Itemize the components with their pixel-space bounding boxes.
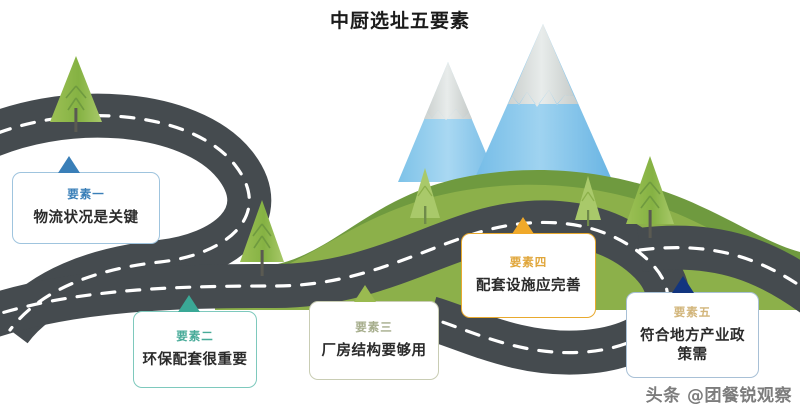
callout-tag-3: 要素三 [355, 319, 393, 334]
triangle-up-icon-5 [672, 276, 694, 293]
callout-text-2: 环保配套很重要 [142, 351, 248, 368]
callout-box-2[interactable]: 要素二 环保配套很重要 [133, 311, 257, 388]
mountain-small [398, 62, 498, 182]
callout-tag-5: 要素五 [673, 305, 712, 320]
triangle-up-icon-1 [58, 156, 80, 173]
road-right [0, 200, 690, 375]
tree-icon-1 [50, 56, 102, 132]
callout-box-5[interactable]: 要素五 符合地方产业政策需 [626, 292, 759, 378]
callout-text-1: 物流状况是关键 [33, 210, 139, 227]
triangle-up-icon-2 [178, 295, 200, 312]
tree-icon-3 [626, 156, 674, 238]
callout-tag-4: 要素四 [509, 254, 548, 269]
callout-box-3[interactable]: 要素三 厂房结构要够用 [309, 301, 439, 380]
mountain-large [466, 24, 620, 198]
watermark-label: 头条 @团餐锐观察 [645, 386, 792, 406]
triangle-up-icon-3 [354, 285, 376, 302]
tree-group [50, 56, 674, 276]
tree-icon-4 [410, 168, 440, 224]
callout-box-1[interactable]: 要素一 物流状况是关键 [12, 172, 160, 244]
mountain-group [398, 24, 620, 198]
road-dash-tail [638, 246, 800, 288]
callout-text-4: 配套设施应完善 [476, 277, 581, 294]
page-title: 中厨选址五要素 [329, 10, 470, 32]
tree-icon-2 [240, 200, 284, 276]
triangle-up-icon-4 [512, 217, 534, 234]
tree-icon-5 [575, 176, 601, 226]
callout-tag-1: 要素一 [67, 187, 105, 202]
callout-text-5: 符合地方产业政策需 [640, 328, 745, 363]
callout-text-3: 厂房结构要够用 [321, 342, 427, 359]
callout-box-4[interactable]: 要素四 配套设施应完善 [461, 233, 596, 318]
callout-tag-2: 要素二 [176, 328, 214, 343]
